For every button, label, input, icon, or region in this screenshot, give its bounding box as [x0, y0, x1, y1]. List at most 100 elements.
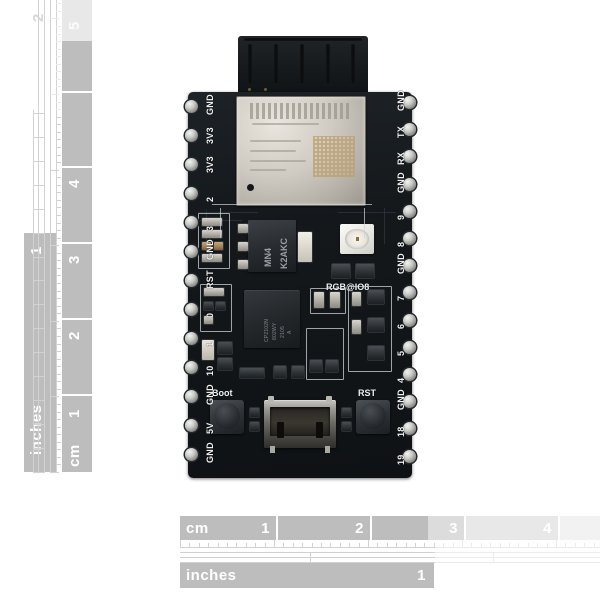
left-pin-pad[interactable]	[185, 448, 198, 461]
hruler-cm-block-3: 3	[428, 516, 464, 540]
left-pin-pad[interactable]	[185, 303, 198, 316]
vruler-inch-tick	[33, 232, 45, 234]
silkscreen-rst-label: RST	[358, 388, 376, 398]
vruler-tick	[56, 358, 61, 360]
hruler-half-inch-2	[493, 552, 494, 563]
right-pin-label: 4	[396, 377, 406, 383]
vruler-inch-tick	[33, 304, 45, 306]
left-pin-label: RST	[205, 270, 215, 289]
left-pin-pad[interactable]	[185, 129, 198, 142]
vruler-inch-tick	[33, 136, 45, 138]
hruler-rail-1	[180, 547, 435, 548]
hruler-tick	[349, 543, 351, 548]
left-pin-pad[interactable]	[185, 187, 198, 200]
esp-module-shield	[236, 96, 366, 206]
usb-bridge-label-line4: A	[287, 330, 293, 334]
vruler-tick	[56, 275, 61, 277]
hruler-cm-tick-4: 4	[543, 520, 552, 537]
vruler-tick	[56, 260, 61, 262]
left-pin-label: 1	[205, 341, 215, 347]
right-pin-label: 19	[396, 453, 406, 465]
reset-button[interactable]	[356, 400, 390, 434]
silkscreen-rgb-label: RGB@IO8	[326, 282, 370, 292]
hruler-tick	[405, 543, 407, 548]
hruler-tick	[321, 543, 322, 548]
left-pin-pad[interactable]	[185, 419, 198, 432]
left-pin-pad[interactable]	[185, 100, 198, 113]
hruler-tick	[415, 543, 416, 548]
hruler-inches-unit-label: inches	[186, 567, 237, 584]
vruler-tick	[56, 162, 61, 163]
left-pin-pad[interactable]	[185, 245, 198, 258]
left-pin-label: 3V3	[205, 127, 215, 144]
right-pin-pad[interactable]	[403, 395, 416, 409]
hruler-rail-4	[180, 562, 435, 563]
right-pin-pad[interactable]	[403, 286, 416, 300]
hruler-tick	[227, 543, 228, 548]
right-pin-pad[interactable]	[403, 259, 416, 273]
vruler-cm-block-2: 2	[62, 320, 92, 394]
vruler-tick	[56, 305, 61, 307]
vruler-tick	[56, 109, 61, 111]
left-pin-label: GND	[205, 442, 215, 463]
hruler-tick	[574, 543, 576, 548]
vruler-tick	[56, 33, 61, 35]
micro-usb-connector[interactable]	[264, 396, 336, 453]
usb-bridge-label-line1: CP2102N	[264, 318, 270, 342]
hruler-tick	[311, 543, 313, 548]
vruler-tick	[56, 146, 61, 148]
hruler-cm-block-1: cm 1	[180, 516, 276, 540]
right-pin-pad[interactable]	[403, 177, 416, 191]
boot-button[interactable]	[210, 400, 244, 434]
right-pin-pad[interactable]	[403, 313, 416, 327]
left-pin-pad[interactable]	[185, 332, 198, 345]
right-pin-pad[interactable]	[403, 449, 416, 463]
vruler-tick	[56, 252, 61, 254]
vruler-tick	[56, 63, 61, 65]
vruler-tick	[56, 464, 61, 466]
right-pin-pad[interactable]	[403, 340, 416, 354]
hruler-tick	[283, 543, 285, 548]
vruler-tick	[56, 10, 61, 12]
left-pin-pad[interactable]	[185, 390, 198, 403]
vruler-tick	[56, 48, 61, 50]
vruler-tick	[56, 116, 61, 118]
left-pin-label: GND	[205, 239, 215, 260]
right-pin-pad[interactable]	[403, 204, 416, 218]
vruler-inch-tick	[33, 352, 45, 354]
vruler-rail-3	[50, 0, 51, 472]
left-pin-label: 0	[205, 312, 215, 318]
hruler-tick	[330, 543, 332, 548]
right-pin-label: 8	[396, 241, 406, 247]
regulator-label-line2: K2AKC	[279, 237, 289, 269]
left-pin-pad[interactable]	[185, 216, 198, 229]
right-pin-pad[interactable]	[403, 150, 416, 164]
vruler-tick	[56, 298, 61, 300]
vruler-tick	[56, 215, 61, 216]
vruler-cm-block-1: cm 1	[62, 396, 92, 472]
vruler-rail-0	[33, 110, 34, 472]
left-pin-label: GND	[205, 384, 215, 405]
right-pin-pad[interactable]	[403, 368, 416, 381]
hruler-tick	[471, 543, 473, 548]
right-pin-pad[interactable]	[403, 96, 416, 109]
right-pin-pad[interactable]	[403, 422, 416, 436]
left-pin-pad[interactable]	[185, 274, 198, 287]
hruler-tick	[452, 543, 454, 548]
vruler-tick	[56, 373, 61, 375]
left-pin-pad[interactable]	[185, 361, 198, 374]
hruler-tick	[255, 543, 257, 548]
hruler-rail-2-faint	[435, 552, 600, 553]
vruler-tick	[56, 434, 61, 436]
left-pin-pad[interactable]	[185, 158, 198, 171]
vruler-inch-tick	[33, 424, 45, 426]
vruler-cm-block-4: 4	[62, 168, 92, 242]
hruler-rail-2	[180, 552, 435, 553]
hruler-tick	[509, 543, 510, 548]
right-pin-pad[interactable]	[403, 123, 416, 137]
hruler-tick	[245, 543, 247, 548]
right-pin-pad[interactable]	[403, 232, 416, 245]
vruler-tick	[56, 3, 61, 5]
hruler-tick	[358, 543, 360, 548]
